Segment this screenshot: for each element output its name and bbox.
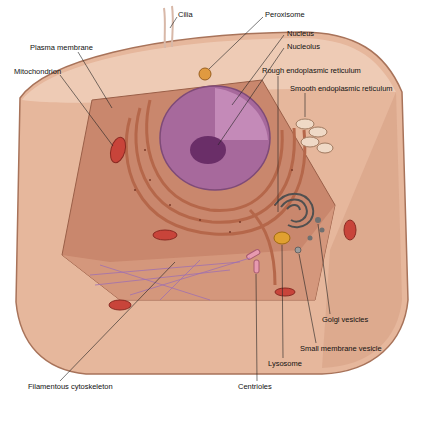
- organelle-label: Nucleus: [287, 29, 314, 38]
- cell-body: [16, 32, 408, 374]
- centrioles: [246, 249, 261, 273]
- organelle-label: Nucleolus: [287, 42, 320, 51]
- cytoskeleton: [90, 258, 250, 300]
- organelle-label: Filamentous cytoskeleton: [28, 382, 113, 391]
- organelle-label: Mitochondrion: [14, 67, 61, 76]
- nucleus: [160, 86, 270, 190]
- organelle-label: Rough endoplasmic reticulum: [262, 66, 361, 75]
- nucleus-cut: [215, 88, 268, 140]
- organelle-label: Golgi vesicles: [322, 315, 368, 324]
- lysosome: [274, 232, 290, 244]
- organelle-label: Lysosome: [268, 359, 302, 368]
- golgi: [275, 194, 313, 228]
- golgi-vesicles: [308, 217, 325, 241]
- smooth-er: [296, 119, 333, 153]
- small-vesicle: [295, 247, 301, 253]
- mitochondria: [108, 136, 356, 310]
- organelle-label: Cilia: [178, 10, 193, 19]
- cutaway: [62, 80, 335, 300]
- organelle-label: Peroxisome: [265, 10, 305, 19]
- peroxisome: [199, 68, 211, 80]
- nucleolus: [190, 136, 226, 164]
- organelle-label: Small membrane vesicle: [300, 344, 382, 353]
- cilia: [164, 6, 173, 48]
- cell-right-face: [322, 92, 402, 368]
- organelle-label: Smooth endoplasmic reticulum: [290, 84, 393, 93]
- organelle-label: Plasma membrane: [30, 43, 93, 52]
- organelle-label: Centrioles: [238, 382, 272, 391]
